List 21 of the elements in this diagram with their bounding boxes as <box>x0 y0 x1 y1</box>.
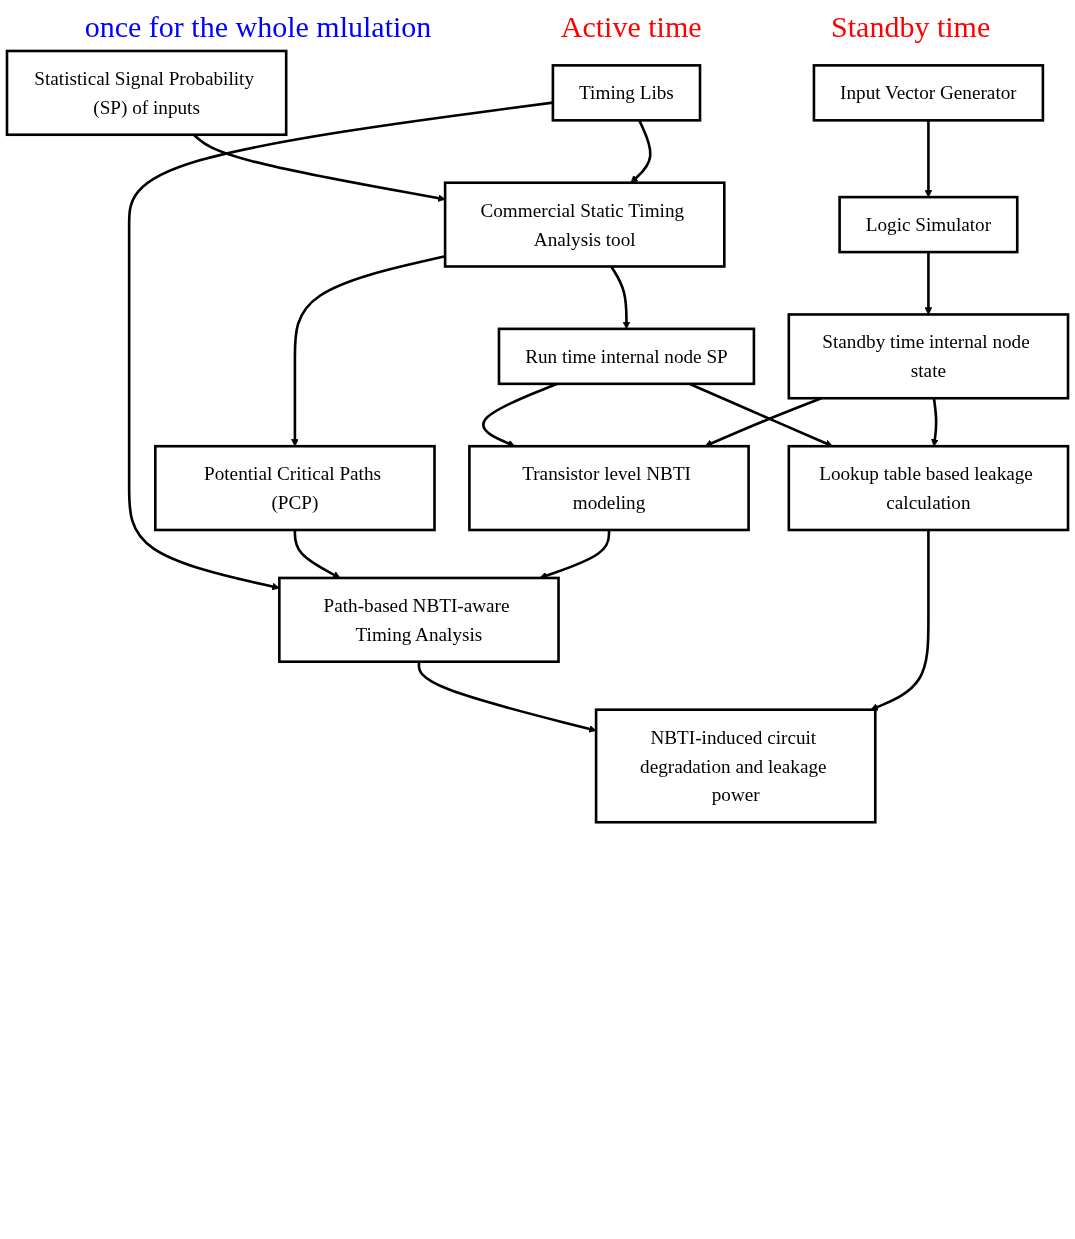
node-box: Lookup table based leakage calculation <box>787 444 1070 532</box>
note-text: once for the whole mlulation <box>84 10 432 44</box>
node-box: Potential Critical Paths (PCP) <box>154 444 436 532</box>
arrow <box>924 120 933 198</box>
node-box: Run time internal node SP <box>497 327 756 386</box>
node-box: Path-based NBTI-aware Timing Analysis <box>278 576 560 664</box>
node-box: Commercial Static Timing Analysis tool <box>443 181 726 268</box>
arrow <box>924 252 933 315</box>
node-box: Transistor level NBTI modeling <box>468 444 750 532</box>
node-box: Statistical Signal Probability (SP) of inputs <box>5 49 288 137</box>
node-box: NBTI-induced circuit degradation and leakage power <box>594 708 877 824</box>
phase-label: Active time <box>560 10 702 44</box>
arrow <box>291 255 446 447</box>
arrow <box>870 529 930 711</box>
arrow <box>417 661 597 733</box>
node-box: Timing Libs <box>551 64 702 122</box>
arrow <box>931 398 939 447</box>
phase-label: Standby time <box>831 10 991 44</box>
node-box: Input Vector Generator <box>812 64 1045 122</box>
node-box: Logic Simulator <box>838 195 1019 254</box>
node-box: Standby time internal node state <box>787 313 1070 400</box>
